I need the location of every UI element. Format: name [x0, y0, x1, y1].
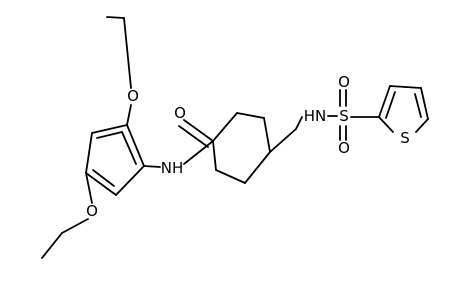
atom-o-sulfonyl-top: O	[338, 73, 350, 91]
bond	[126, 124, 145, 167]
bond	[212, 112, 238, 142]
atom-labels: O O O NH HN S O O S	[86, 73, 410, 220]
bond	[236, 112, 265, 119]
bond	[106, 16, 125, 19]
bond	[91, 124, 128, 134]
bond	[85, 172, 117, 196]
bond	[121, 131, 137, 165]
bond	[115, 165, 145, 196]
bond	[61, 218, 89, 234]
bond	[378, 116, 394, 133]
bond	[263, 117, 271, 153]
atom-s-sulfonyl: S	[339, 107, 349, 125]
bond	[85, 172, 93, 204]
atom-o-sulfonyl-bottom: O	[338, 139, 350, 157]
bond	[378, 85, 391, 118]
bond	[420, 87, 429, 120]
bond	[215, 169, 246, 184]
bond	[415, 118, 429, 133]
bond	[126, 104, 132, 126]
atom-s-thiophene: S	[400, 129, 410, 147]
bond	[41, 232, 63, 259]
bond	[178, 125, 209, 148]
bond	[96, 131, 123, 139]
bond	[385, 91, 396, 119]
bond	[183, 119, 214, 142]
bond	[389, 85, 422, 89]
bond	[212, 140, 217, 171]
atom-o-ethoxy-top: O	[127, 87, 139, 105]
atom-nh-amide: NH	[161, 159, 184, 177]
bond	[92, 169, 115, 187]
bond	[269, 128, 297, 153]
bond	[244, 151, 271, 184]
atom-hn-sulfonamide: HN	[304, 107, 327, 125]
bond-lines	[41, 16, 429, 259]
bond	[295, 116, 303, 130]
bond	[123, 17, 132, 89]
bond	[143, 165, 161, 168]
atom-o-carbonyl: O	[174, 104, 186, 122]
bond	[183, 140, 214, 165]
bond	[414, 93, 422, 118]
bond	[85, 132, 93, 174]
atom-o-ethoxy-bottom: O	[86, 202, 98, 220]
